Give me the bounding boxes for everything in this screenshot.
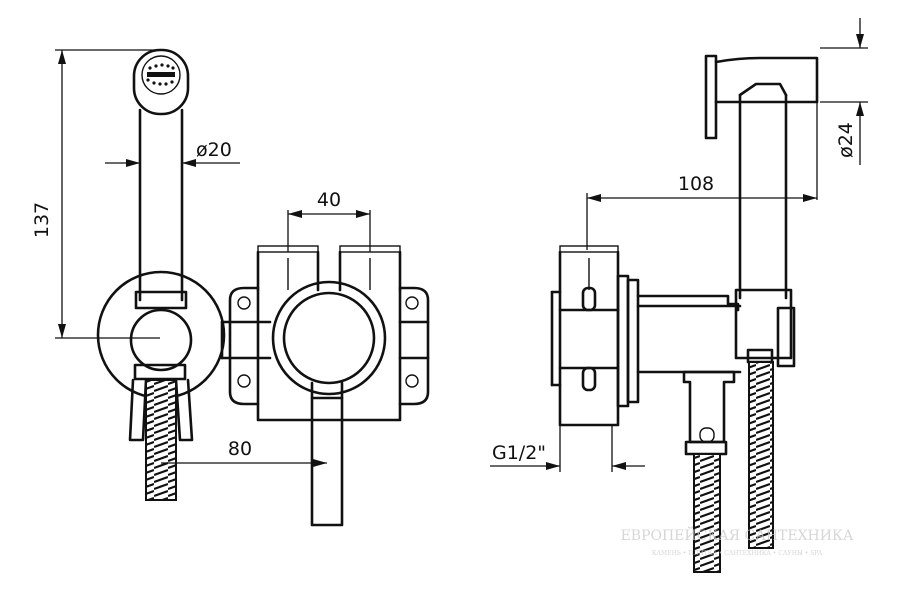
- mixer-body-side: [550, 245, 742, 427]
- dim-40: 40: [287, 189, 371, 252]
- front-view: 137 ø20: [31, 48, 430, 527]
- shower-head-side: [704, 54, 819, 300]
- dim-80-label: 80: [228, 438, 252, 460]
- dim-thread: G1/2": [490, 425, 645, 472]
- dim-137-label: 137: [31, 202, 53, 238]
- dim-dia-20: ø20: [105, 139, 240, 167]
- watermark-line1: ЕВРОПЕЙСКАЯ САНТЕХНИКА: [621, 525, 854, 544]
- dim-137: 137: [31, 49, 160, 339]
- dim-dia-24: ø24: [820, 18, 868, 165]
- outlet-fitting: [682, 370, 736, 573]
- dim-40-label: 40: [317, 189, 341, 211]
- holder: [96, 270, 226, 501]
- watermark: ЕВРОПЕЙСКАЯ САНТЕХНИКА КАМЕНЬ • ПЛИТКА •…: [621, 525, 854, 557]
- holder-side: [734, 288, 796, 549]
- dim-80: 80: [161, 438, 327, 467]
- side-view: 108 ø24: [490, 18, 868, 573]
- mixer-body: [228, 245, 430, 527]
- dim-dia-20-label: ø20: [196, 139, 232, 161]
- shower-head: [132, 48, 190, 302]
- dim-thread-label: G1/2": [492, 442, 546, 464]
- dim-108-label: 108: [678, 173, 714, 195]
- dim-dia-24-label: ø24: [835, 122, 857, 158]
- watermark-line2: КАМЕНЬ • ПЛИТКА • САНТЕХНИКА • САУНЫ • S…: [652, 550, 823, 557]
